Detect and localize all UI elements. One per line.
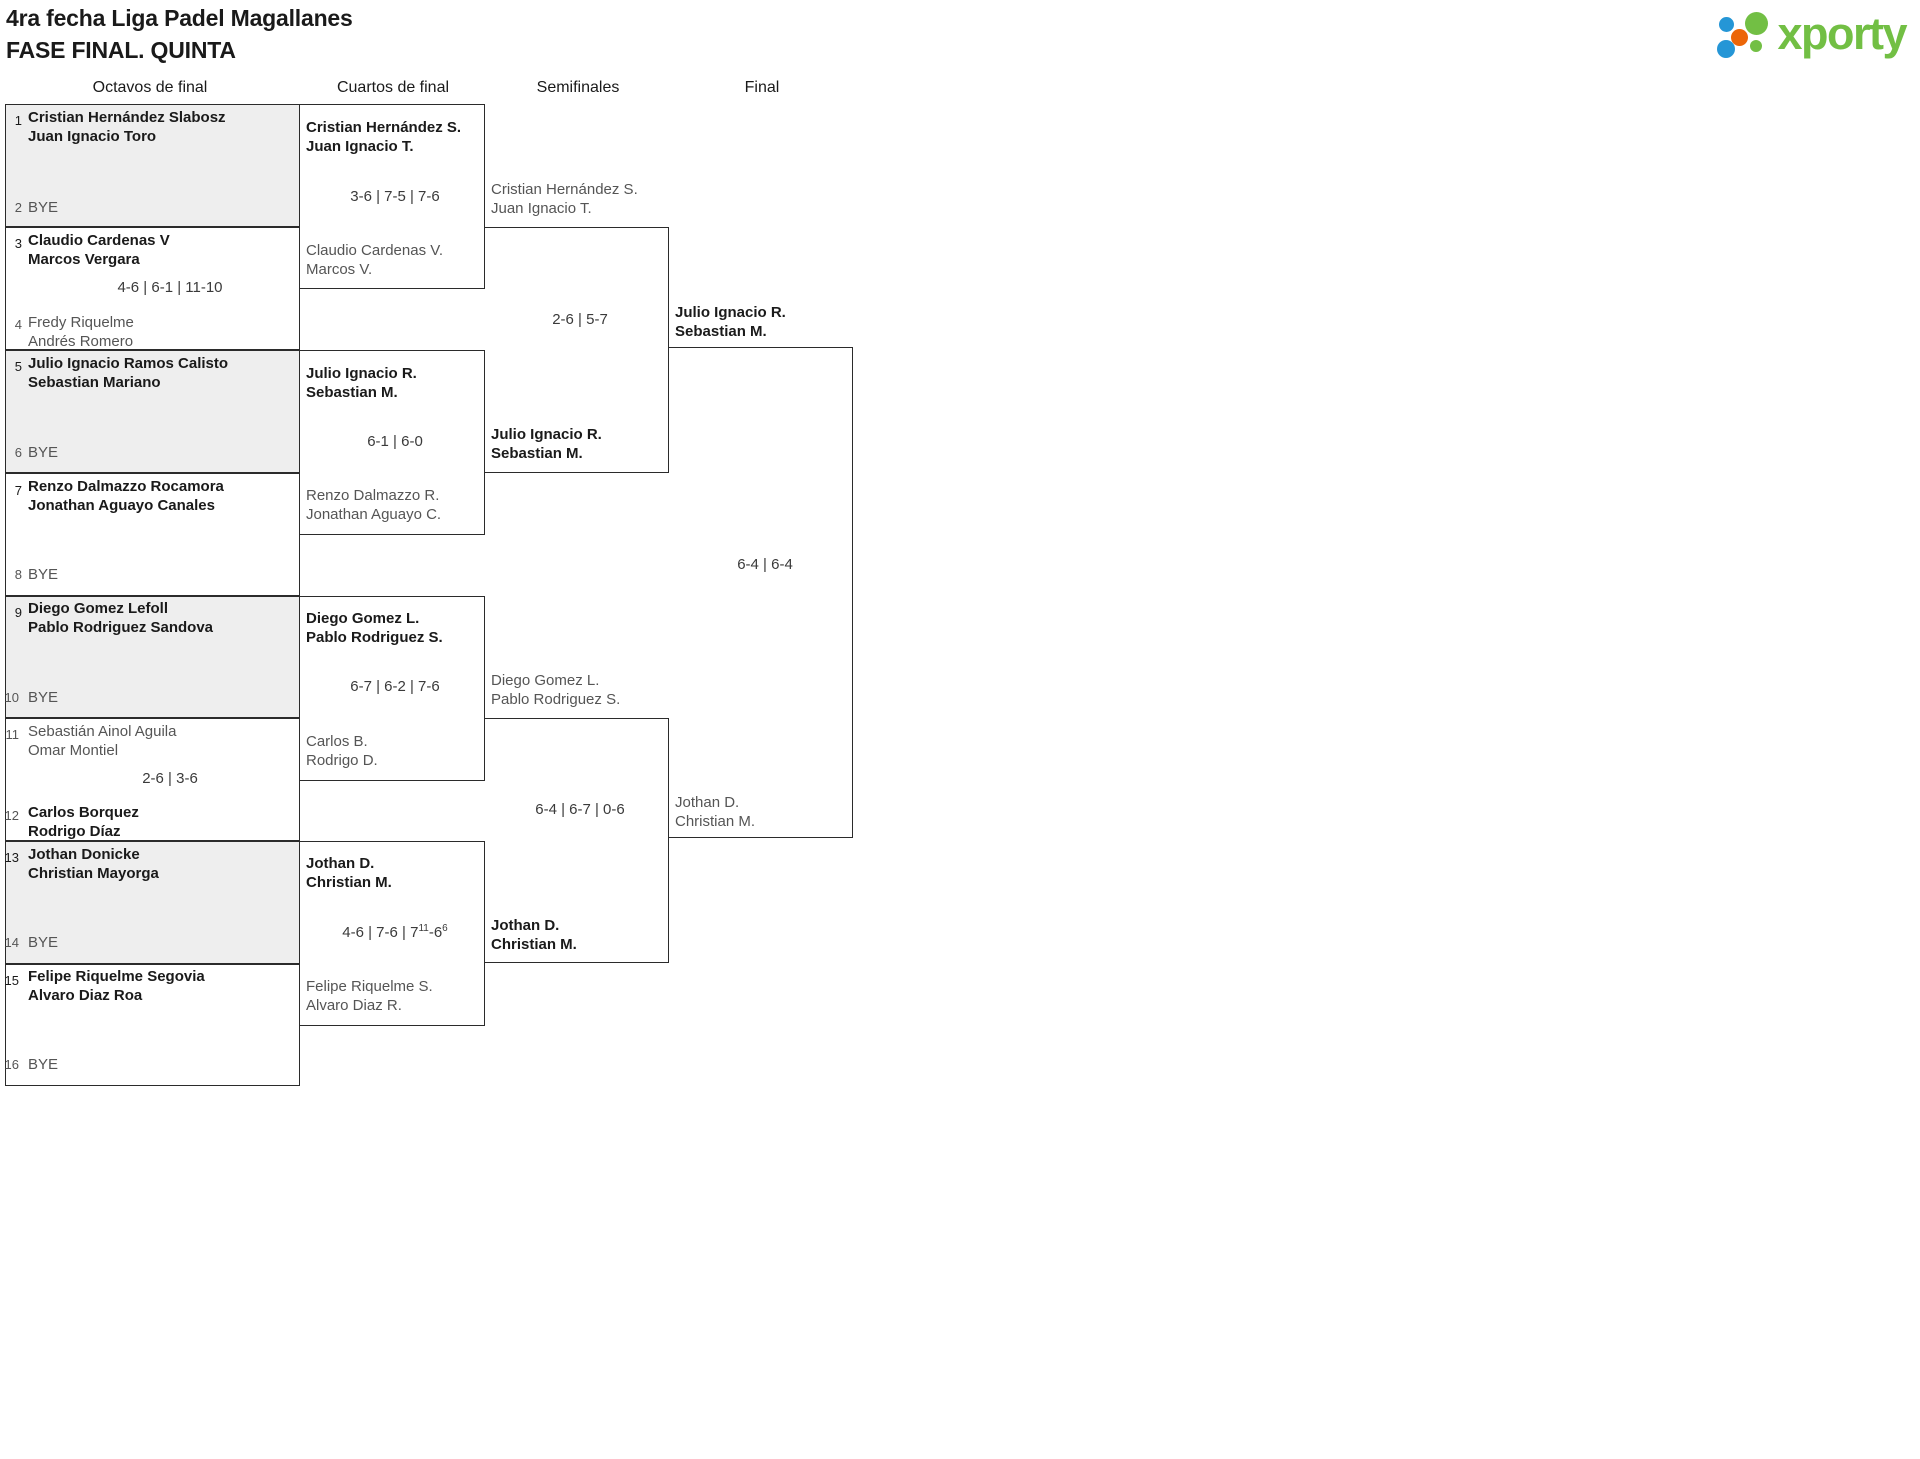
qf-connector-3 bbox=[300, 596, 485, 781]
r1-match-box-2[interactable] bbox=[5, 227, 300, 350]
r1-seed-11: 11 bbox=[5, 727, 20, 742]
r1-seed-14: 14 bbox=[4, 935, 19, 950]
r1-match-box-5[interactable] bbox=[5, 596, 300, 718]
logo-wordmark: xporty bbox=[1777, 8, 1907, 59]
r1-match-box-1[interactable] bbox=[5, 104, 300, 227]
r1-team-16[interactable]: BYE bbox=[28, 1056, 59, 1073]
r1-seed-6: 6 bbox=[14, 445, 22, 460]
r1-match-box-4[interactable] bbox=[5, 473, 300, 596]
r1-match-box-6[interactable] bbox=[5, 718, 300, 841]
tournament-name: 4ra fecha Liga Padel Magallanes bbox=[6, 5, 353, 31]
qf-score-2: 6-1 | 6-0 bbox=[367, 433, 423, 450]
r1-team-1[interactable]: Cristian Hernández Slabosz Juan Ignacio … bbox=[28, 109, 226, 145]
r1-team-12[interactable]: Carlos Borquez Rodrigo Díaz bbox=[28, 804, 139, 840]
sf-team-2-top[interactable]: Diego Gomez L. Pablo Rodriguez S. bbox=[491, 672, 621, 708]
round-header-octavos: Octavos de final bbox=[92, 79, 208, 96]
r1-seed-1: 1 bbox=[14, 113, 22, 128]
sf-score-1: 2-6 | 5-7 bbox=[552, 311, 608, 328]
qf-score-3: 6-7 | 6-2 | 7-6 bbox=[350, 678, 440, 695]
qf-connector-2 bbox=[300, 350, 485, 535]
sf-connector-1 bbox=[484, 227, 669, 473]
r1-seed-7: 7 bbox=[14, 483, 22, 498]
qf-team-4-bottom[interactable]: Felipe Riquelme S. Alvaro Diaz R. bbox=[306, 978, 433, 1014]
xporty-logo: xporty bbox=[1717, 8, 1907, 60]
r1-seed-5: 5 bbox=[14, 359, 22, 374]
r1-seed-8: 8 bbox=[14, 567, 22, 582]
sf-team-2-bottom[interactable]: Jothan D. Christian M. bbox=[491, 917, 577, 953]
r1-team-7[interactable]: Renzo Dalmazzo Rocamora Jonathan Aguayo … bbox=[28, 478, 224, 514]
r1-team-15[interactable]: Felipe Riquelme Segovia Alvaro Diaz Roa bbox=[28, 968, 205, 1004]
r1-team-3[interactable]: Claudio Cardenas V Marcos Vergara bbox=[28, 232, 170, 268]
r1-seed-13: 13 bbox=[4, 850, 19, 865]
r1-team-9[interactable]: Diego Gomez Lefoll Pablo Rodriguez Sando… bbox=[28, 600, 214, 636]
r1-score-2: 4-6 | 6-1 | 11-10 bbox=[117, 279, 223, 296]
r1-team-11[interactable]: Sebastián Ainol Aguila Omar Montiel bbox=[28, 723, 177, 759]
logo-dots-icon bbox=[1717, 10, 1773, 58]
r1-team-5[interactable]: Julio Ignacio Ramos Calisto Sebastian Ma… bbox=[28, 355, 229, 391]
qf-team-3-bottom[interactable]: Carlos B. Rodrigo D. bbox=[306, 733, 378, 769]
qf-score-1: 3-6 | 7-5 | 7-6 bbox=[350, 188, 440, 205]
r1-seed-15: 15 bbox=[4, 973, 19, 988]
qf-score-4: 4-6 | 7-6 | 711-66 bbox=[342, 923, 448, 941]
qf-team-3-top[interactable]: Diego Gomez L. Pablo Rodriguez S. bbox=[306, 610, 443, 646]
qf-team-2-bottom[interactable]: Renzo Dalmazzo R. Jonathan Aguayo C. bbox=[306, 487, 442, 523]
r1-team-8[interactable]: BYE bbox=[28, 566, 59, 583]
qf-connector-4 bbox=[300, 841, 485, 1026]
r1-seed-10: 10 bbox=[4, 690, 19, 705]
r1-team-10[interactable]: BYE bbox=[28, 689, 59, 706]
r1-seed-9: 9 bbox=[14, 605, 22, 620]
r1-team-14[interactable]: BYE bbox=[28, 934, 59, 951]
round-header-semifinales: Semifinales bbox=[536, 79, 620, 96]
sf-score-2: 6-4 | 6-7 | 0-6 bbox=[535, 801, 625, 818]
sf-connector-2 bbox=[484, 718, 669, 963]
r1-team-4[interactable]: Fredy Riquelme Andrés Romero bbox=[28, 314, 134, 350]
r1-match-box-7[interactable] bbox=[5, 841, 300, 964]
r1-seed-3: 3 bbox=[14, 236, 22, 251]
qf-team-1-bottom[interactable]: Claudio Cardenas V. Marcos V. bbox=[306, 242, 444, 278]
tournament-phase: FASE FINAL. QUINTA bbox=[6, 37, 236, 63]
r1-seed-4: 4 bbox=[14, 317, 22, 332]
qf-team-4-top[interactable]: Jothan D. Christian M. bbox=[306, 855, 392, 891]
sf-team-1-top[interactable]: Cristian Hernández S. Juan Ignacio T. bbox=[491, 181, 638, 217]
qf-connector-1 bbox=[300, 104, 485, 289]
r1-team-2[interactable]: BYE bbox=[28, 199, 59, 216]
final-connector bbox=[668, 347, 853, 838]
r1-seed-12: 12 bbox=[4, 808, 19, 823]
r1-score-6: 2-6 | 3-6 bbox=[142, 770, 198, 787]
qf-team-2-top[interactable]: Julio Ignacio R. Sebastian M. bbox=[306, 365, 417, 401]
r1-seed-2: 2 bbox=[14, 200, 22, 215]
r1-match-box-8[interactable] bbox=[5, 964, 300, 1086]
round-header-cuartos: Cuartos de final bbox=[336, 79, 450, 96]
final-team-top[interactable]: Julio Ignacio R. Sebastian M. bbox=[675, 304, 786, 340]
final-score: 6-4 | 6-4 bbox=[737, 556, 793, 573]
page-title: 4ra fecha Liga Padel Magallanes FASE FIN… bbox=[6, 2, 906, 66]
r1-team-13[interactable]: Jothan Donicke Christian Mayorga bbox=[28, 846, 159, 882]
r1-team-6[interactable]: BYE bbox=[28, 444, 59, 461]
sf-team-1-bottom[interactable]: Julio Ignacio R. Sebastian M. bbox=[491, 426, 602, 462]
qf-team-1-top[interactable]: Cristian Hernández S. Juan Ignacio T. bbox=[306, 119, 462, 155]
r1-seed-16: 16 bbox=[4, 1057, 19, 1072]
final-team-bottom[interactable]: Jothan D. Christian M. bbox=[675, 794, 756, 830]
round-header-final: Final bbox=[744, 79, 780, 96]
r1-match-box-3[interactable] bbox=[5, 350, 300, 473]
